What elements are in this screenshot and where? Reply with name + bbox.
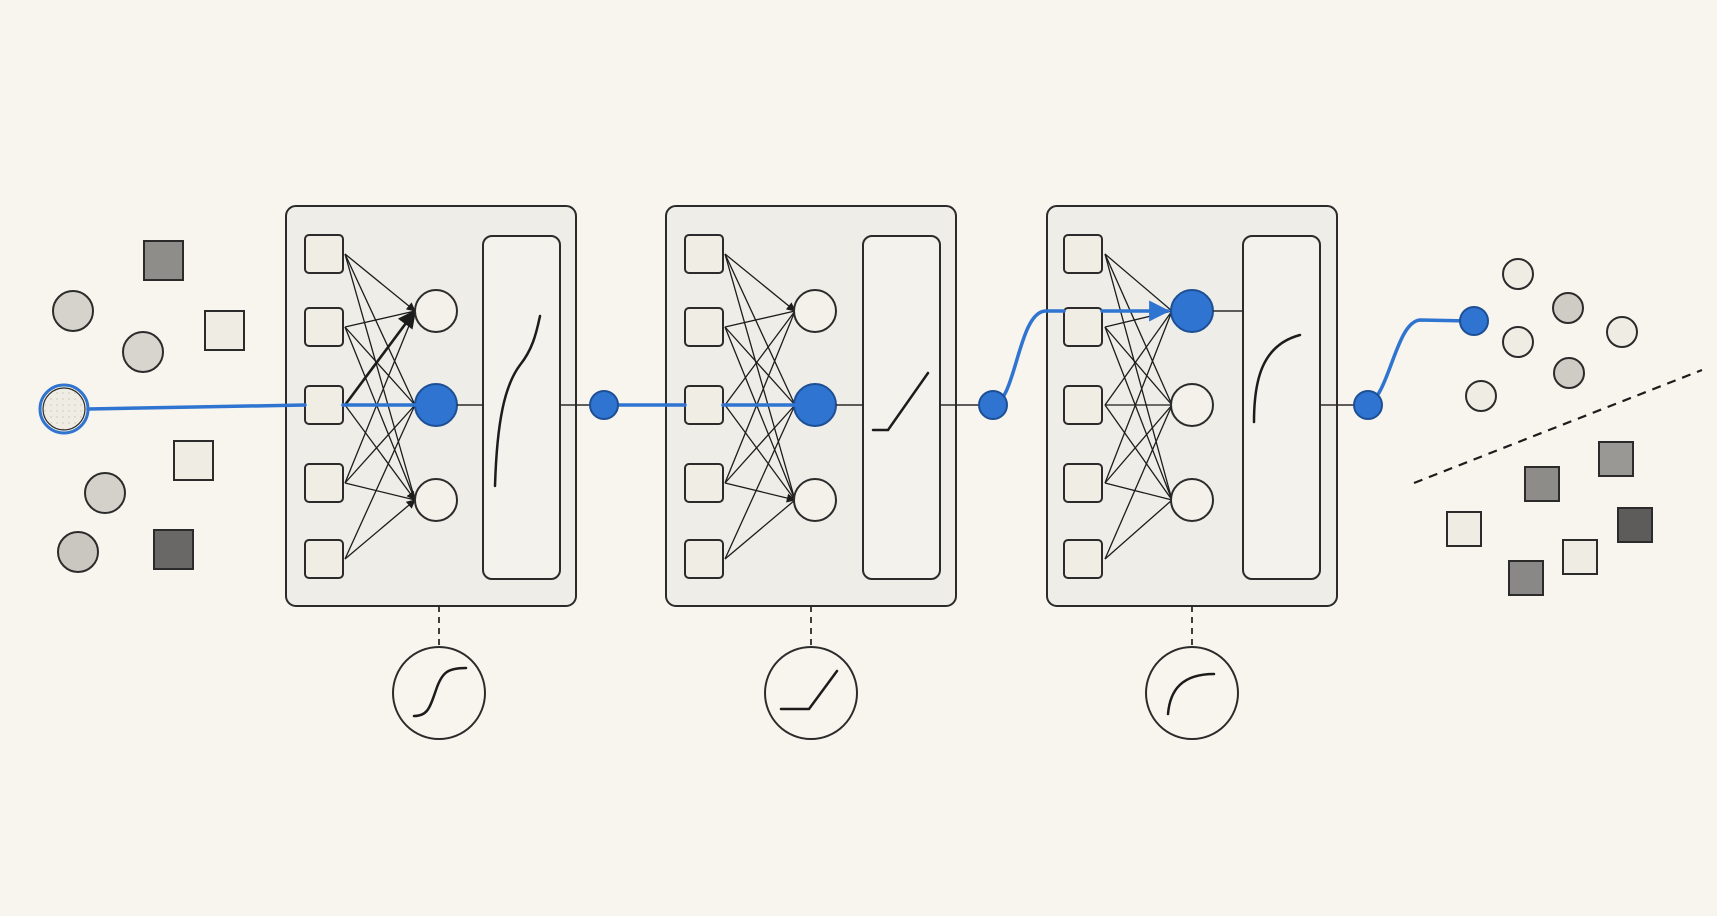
layer-1-hidden-nodes [414, 289, 458, 522]
layer-1-activation-box [482, 235, 561, 580]
sigmoid-curve-icon [412, 666, 468, 718]
input-node [1063, 539, 1103, 579]
output-class-square [1617, 507, 1653, 543]
input-data-circle [122, 331, 164, 373]
layer-2-activation-badge [764, 646, 858, 740]
layer-3-activation-box [1242, 235, 1321, 580]
layer-1-block [285, 205, 577, 740]
signal-junction-node [978, 390, 1008, 420]
input-node [1063, 385, 1103, 425]
hidden-node [414, 289, 458, 333]
relu-curve-icon [779, 669, 839, 711]
selected-input-sample-inner [42, 387, 86, 431]
input-node [684, 463, 724, 503]
input-node [304, 307, 344, 347]
layer-3-connections [1104, 253, 1173, 560]
layer-3-hidden-nodes [1170, 289, 1214, 522]
input-data-square [143, 240, 184, 281]
layer-1-connections [343, 253, 417, 560]
input-data-square [153, 529, 194, 570]
output-class-square [1524, 466, 1560, 502]
output-class-square [1562, 539, 1598, 575]
output-class-circle [1502, 326, 1534, 358]
input-data-scatter [38, 240, 245, 573]
input-node [684, 307, 724, 347]
active-hidden-node [414, 383, 458, 427]
input-node [684, 234, 724, 274]
hidden-node [414, 478, 458, 522]
active-hidden-node [793, 383, 837, 427]
layer-3-activation-badge [1145, 646, 1239, 740]
output-class-square [1598, 441, 1634, 477]
output-signal-path [1366, 318, 1472, 407]
output-prediction-node [1459, 306, 1489, 336]
input-node [304, 385, 344, 425]
signal-junction-node [589, 390, 619, 420]
output-class-circle [1465, 380, 1497, 412]
output-class-circle [1606, 316, 1638, 348]
input-data-circle [57, 531, 99, 573]
signal-junctions [589, 390, 1383, 420]
hidden-node [1170, 478, 1214, 522]
layer-2-block [665, 205, 957, 740]
hidden-node [1170, 383, 1214, 427]
input-node [304, 234, 344, 274]
relu-curve-icon [871, 371, 930, 432]
saturating-curve-icon [1252, 333, 1302, 424]
signal-flow-path [86, 311, 1168, 411]
output-class-circle [1502, 258, 1534, 290]
layer-3-block [1046, 205, 1338, 740]
output-clusters [1413, 258, 1703, 596]
layer-3-input-nodes [1063, 234, 1103, 579]
sigmoid-curve-icon [493, 314, 542, 488]
signal-junction-node [1353, 390, 1383, 420]
input-node [1063, 307, 1103, 347]
input-data-circle [52, 290, 94, 332]
input-node [304, 463, 344, 503]
layer-1-activation-badge [392, 646, 486, 740]
layer-2-hidden-nodes [793, 289, 837, 522]
input-data-square [204, 310, 245, 351]
input-node [684, 385, 724, 425]
output-class-square [1446, 511, 1482, 547]
input-data-square [173, 440, 214, 481]
decision-boundary-line [1413, 368, 1703, 485]
input-node [1063, 463, 1103, 503]
layer-2-activation-box [862, 235, 941, 580]
output-class-circle [1553, 357, 1585, 389]
output-class-square [1508, 560, 1544, 596]
input-node [304, 539, 344, 579]
hidden-node [793, 289, 837, 333]
input-node [684, 539, 724, 579]
hidden-node [793, 478, 837, 522]
output-class-circle [1552, 292, 1584, 324]
layer-2-input-nodes [684, 234, 724, 579]
input-data-circle [84, 472, 126, 514]
input-node [1063, 234, 1103, 274]
layer-2-connections [724, 253, 796, 560]
saturating-curve-icon [1166, 672, 1216, 716]
active-hidden-node [1170, 289, 1214, 333]
